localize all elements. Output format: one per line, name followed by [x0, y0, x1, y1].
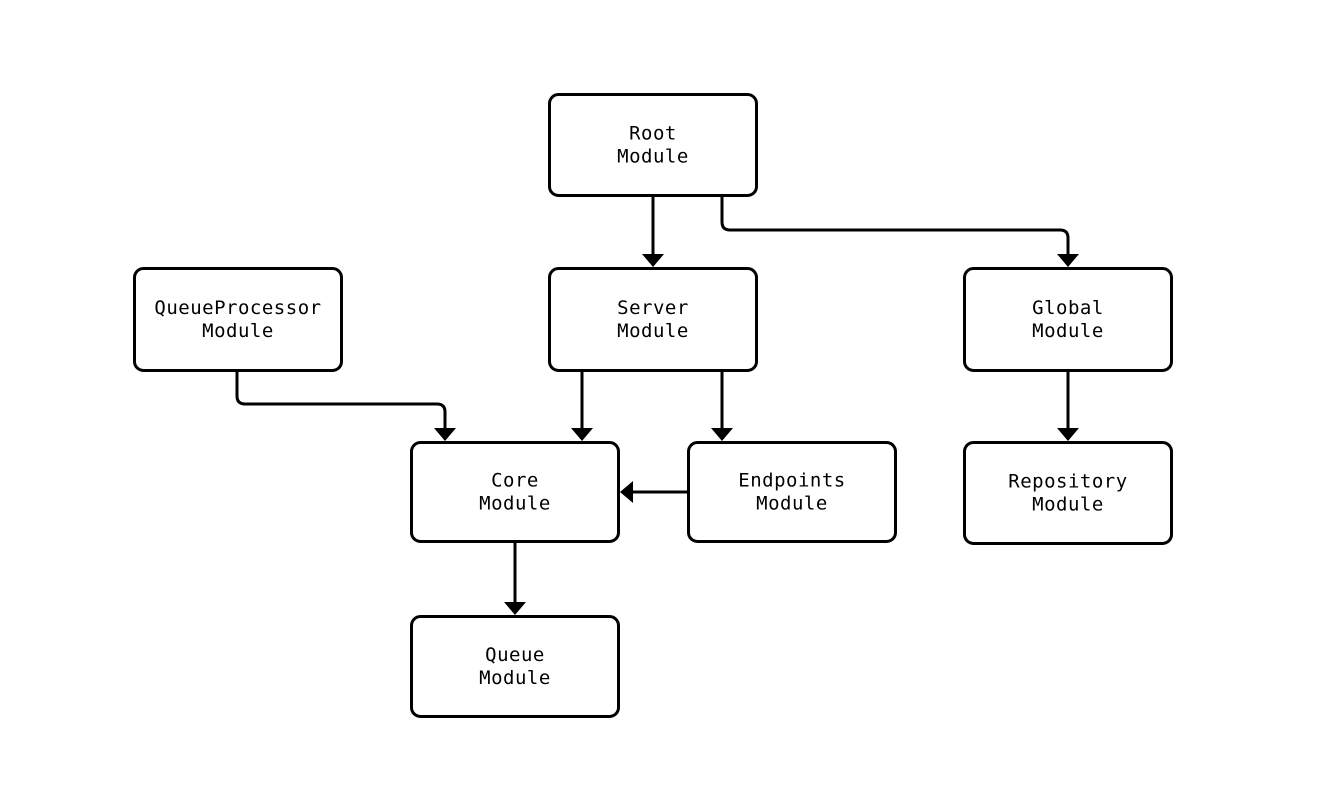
edge-global-to-repository [1057, 372, 1079, 441]
node-label-secondary: Module [1032, 494, 1104, 516]
node-label-primary: Queue [485, 644, 545, 666]
node-label-primary: Repository [1008, 471, 1127, 493]
node-box[interactable] [548, 267, 758, 372]
node-label-secondary: Module [479, 667, 551, 689]
node-box[interactable] [687, 441, 897, 543]
arrowhead-icon [571, 428, 593, 441]
node-label-secondary: Module [202, 320, 274, 342]
node-label-secondary: Module [617, 146, 689, 168]
node-label-primary: Server [617, 297, 689, 319]
node-label-primary: Endpoints [738, 470, 845, 492]
arrowhead-icon [1057, 428, 1079, 441]
node-label-primary: Root [629, 123, 677, 145]
nodes-layer: RootModuleQueueProcessorModuleServerModu… [133, 93, 1173, 718]
node-box[interactable] [133, 267, 343, 372]
edge-server-to-core [571, 372, 593, 441]
edge-server-to-endpoints [711, 372, 733, 441]
edge-root-to-server [642, 197, 664, 267]
arrowhead-icon [504, 602, 526, 615]
edge-line [720, 197, 1070, 255]
node-label-primary: QueueProcessor [154, 297, 321, 319]
node-label-secondary: Module [756, 493, 828, 515]
edge-endpoints-to-core [620, 481, 687, 503]
node-label-primary: Global [1032, 297, 1104, 319]
node-label-secondary: Module [479, 493, 551, 515]
edge-queueprocessor-to-core [235, 372, 456, 441]
node-box[interactable] [410, 441, 620, 543]
arrowhead-icon [711, 428, 733, 441]
edges-layer [235, 197, 1079, 615]
node-box[interactable] [548, 93, 758, 197]
node-label-secondary: Module [617, 320, 689, 342]
edge-root-to-global [720, 197, 1079, 267]
node-label-secondary: Module [1032, 320, 1104, 342]
node-box[interactable] [963, 267, 1173, 372]
node-label-primary: Core [491, 470, 539, 492]
arrowhead-icon [1057, 254, 1079, 267]
node-box[interactable] [963, 441, 1173, 545]
arrowhead-icon [620, 481, 633, 503]
arrowhead-icon [642, 254, 664, 267]
node-box[interactable] [410, 615, 620, 718]
arrowhead-icon [434, 428, 456, 441]
edge-core-to-queue [504, 543, 526, 615]
edge-line [235, 372, 447, 429]
